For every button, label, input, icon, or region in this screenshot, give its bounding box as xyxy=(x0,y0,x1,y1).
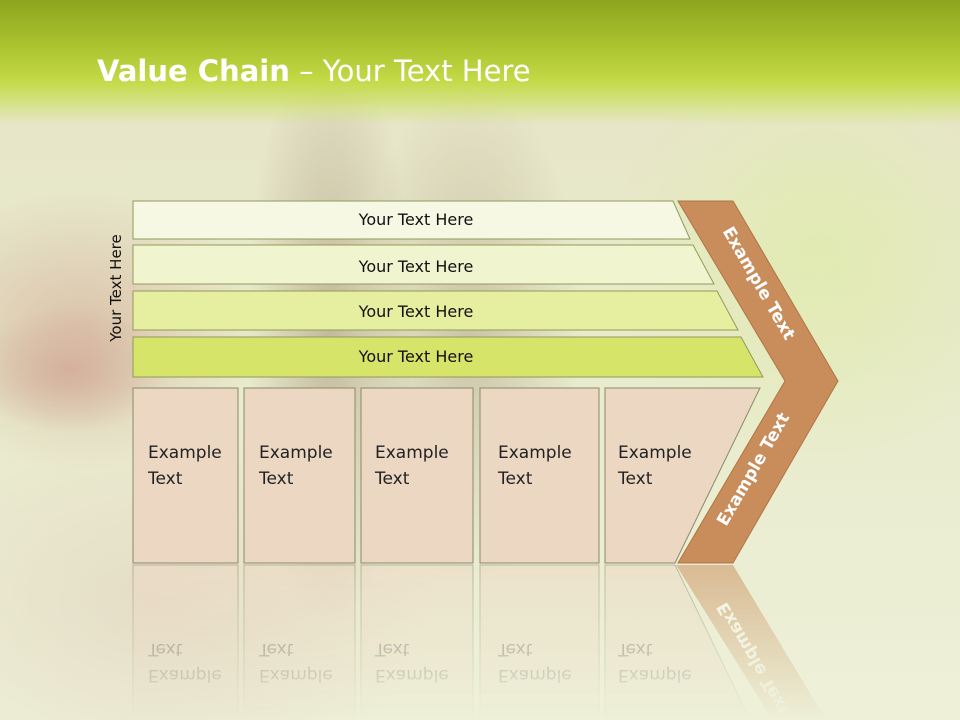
column-2-line1: Example xyxy=(259,443,333,463)
column-4-line1: Example xyxy=(498,443,572,463)
column-box-4 xyxy=(479,387,600,564)
row-label-3: Your Text Here xyxy=(358,302,474,321)
column-5-line1: Example xyxy=(618,443,692,463)
column-box-5 xyxy=(604,387,761,564)
reflection: Example Text Example Text Example Text E… xyxy=(132,564,826,720)
column-3-line2: Text xyxy=(374,469,410,489)
svg-text:Text: Text xyxy=(617,639,653,659)
row-bar-2 xyxy=(132,244,715,285)
column-box-2 xyxy=(243,387,356,564)
column-1-line2: Text xyxy=(147,469,183,489)
svg-text:Text: Text xyxy=(497,639,533,659)
row-label-4: Your Text Here xyxy=(358,347,474,366)
row-bar-4 xyxy=(132,336,764,378)
svg-text:Text: Text xyxy=(258,639,294,659)
svg-text:Text: Text xyxy=(147,639,183,659)
column-3-line1: Example xyxy=(375,443,449,463)
svg-text:Example: Example xyxy=(498,665,572,685)
header-band xyxy=(0,0,960,125)
row-bar-1 xyxy=(132,200,691,240)
row-label-2: Your Text Here xyxy=(358,257,474,276)
column-4-line2: Text xyxy=(497,469,533,489)
column-1-line1: Example xyxy=(148,443,222,463)
title-bold: Value Chain xyxy=(97,54,290,88)
svg-text:Example: Example xyxy=(375,665,449,685)
row-bar-3 xyxy=(132,290,739,331)
column-box-1 xyxy=(132,387,239,564)
title-rest: – Your Text Here xyxy=(289,54,531,88)
svg-text:Example: Example xyxy=(618,665,692,685)
column-5-line2: Text xyxy=(617,469,653,489)
column-box-3 xyxy=(360,387,474,564)
svg-text:Text: Text xyxy=(374,639,410,659)
svg-text:Example: Example xyxy=(148,665,222,685)
page-title: Value Chain – Your Text Here xyxy=(97,54,531,88)
row-label-1: Your Text Here xyxy=(358,210,474,229)
chevron-arrow xyxy=(677,200,839,564)
column-2-line2: Text xyxy=(258,469,294,489)
svg-text:Example: Example xyxy=(259,665,333,685)
